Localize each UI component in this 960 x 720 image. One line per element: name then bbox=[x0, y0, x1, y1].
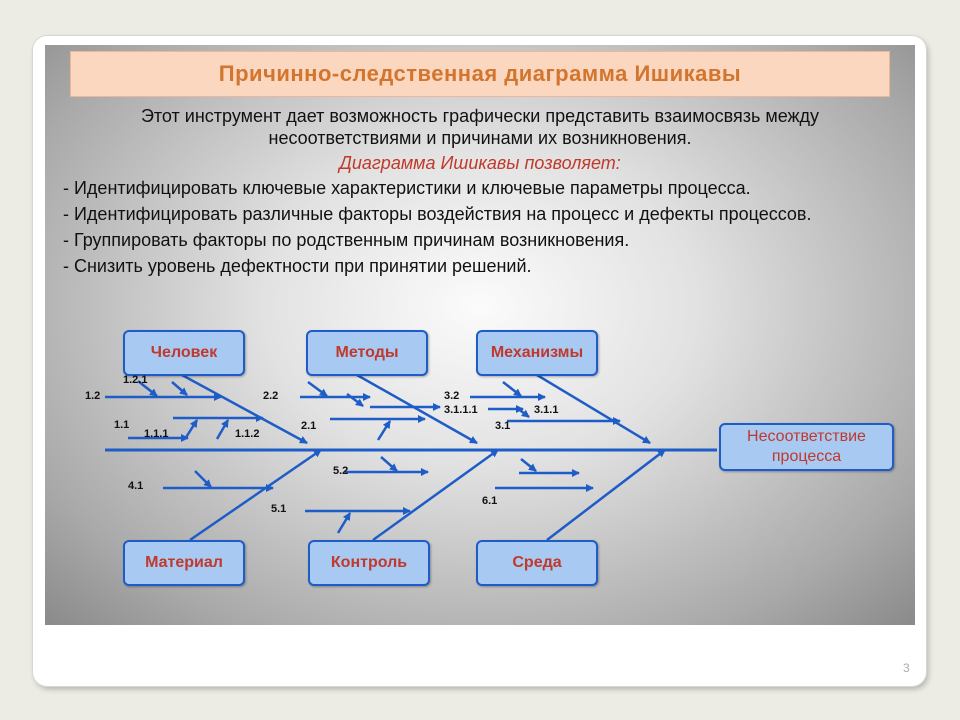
branch-label: 6.1 bbox=[482, 495, 498, 507]
sub-branch bbox=[346, 393, 364, 407]
effect-box: Несоответствие процесса bbox=[719, 423, 894, 471]
subheading: Диаграмма Ишикавы позволяет: bbox=[339, 153, 621, 173]
branch-label: 1.1.1 bbox=[144, 428, 169, 440]
bone-sreda bbox=[546, 449, 666, 541]
sub-branch bbox=[171, 381, 188, 396]
sub-branch bbox=[307, 380, 328, 398]
sub-branch bbox=[380, 456, 398, 472]
branch-label: 1.1 bbox=[114, 419, 130, 431]
branch-label: 5.2 bbox=[333, 465, 349, 477]
category-kontrol: Контроль bbox=[308, 540, 430, 586]
sub-branch bbox=[502, 381, 522, 397]
category-material: Материал bbox=[123, 540, 245, 586]
sub-branch bbox=[194, 470, 212, 488]
branch-label: 1.2.1 bbox=[123, 374, 148, 386]
bone-metody bbox=[356, 373, 478, 445]
bullet-list: - Идентифицировать ключевые характеристи… bbox=[63, 175, 903, 279]
intro-text: Этот инструмент дает возможность графиче… bbox=[140, 106, 820, 148]
content-panel: Причинно-следственная диаграмма Ишикавы … bbox=[45, 45, 915, 625]
branch-label: 5.1 bbox=[271, 503, 287, 515]
branch-label: 3.1.1.1 bbox=[444, 404, 478, 416]
title-bar: Причинно-следственная диаграмма Ишикавы bbox=[70, 51, 890, 97]
bullet-item: - Идентифицировать различные факторы воз… bbox=[63, 204, 812, 224]
sub-branch bbox=[215, 419, 230, 440]
sub-branch bbox=[137, 380, 158, 397]
category-chelovek: Человек bbox=[123, 330, 245, 376]
branch-label: 3.1 bbox=[495, 420, 511, 432]
sub-branch bbox=[183, 419, 199, 440]
branch-label: 2.1 bbox=[301, 420, 317, 432]
bone-chelovek bbox=[181, 373, 308, 445]
category-mehanizmy: Механизмы bbox=[476, 330, 598, 376]
branch-label: 1.2 bbox=[85, 390, 101, 402]
branch-label: 3.1.1 bbox=[534, 404, 559, 416]
category-sreda: Среда bbox=[476, 540, 598, 586]
bullet-item: - Группировать факторы по родственным пр… bbox=[63, 230, 630, 250]
bone-material bbox=[189, 448, 322, 542]
bone-kontrol bbox=[372, 448, 499, 542]
fishbone-diagram bbox=[105, 373, 717, 542]
branch-label: 3.2 bbox=[444, 390, 460, 402]
sub-branch bbox=[520, 458, 537, 472]
category-metody: Методы bbox=[306, 330, 428, 376]
branch-label: 1.1.2 bbox=[235, 428, 260, 440]
page-number: 3 bbox=[903, 661, 910, 675]
branch-label: 2.2 bbox=[263, 390, 279, 402]
bullet-item: - Снизить уровень дефектности при принят… bbox=[63, 256, 532, 276]
branch-label: 4.1 bbox=[128, 480, 144, 492]
sub-branch bbox=[336, 512, 352, 534]
bullet-item: - Идентифицировать ключевые характеристи… bbox=[63, 178, 751, 198]
slide-title: Причинно-следственная диаграмма Ишикавы bbox=[218, 61, 742, 86]
sub-branch bbox=[376, 420, 392, 441]
bone-mehanizmy bbox=[536, 373, 651, 445]
sub-branch bbox=[516, 407, 530, 418]
